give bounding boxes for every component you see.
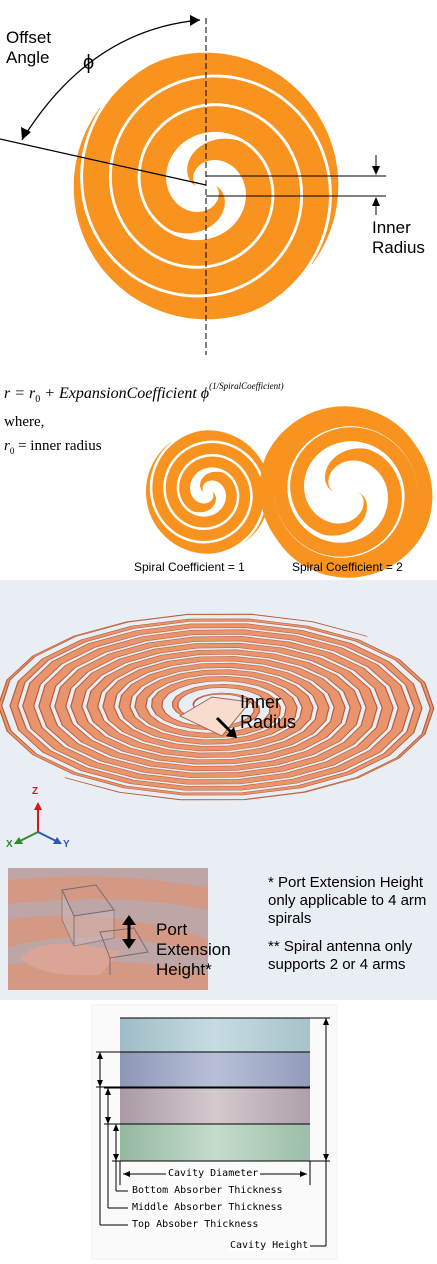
perspective-spiral-arm-1 <box>9 618 435 801</box>
offset-angle-label: Offset Angle <box>6 28 52 67</box>
spiral-equation: r = r0 + ExpansionCoefficient ϕ(1/Spiral… <box>4 381 284 406</box>
port-extension-label: Port Extension Height* <box>156 920 231 979</box>
equation-phi: ϕ <box>200 385 210 402</box>
small-spiral-2-arm-2 <box>268 412 433 578</box>
r0-def-text: = inner radius <box>14 438 102 454</box>
equation-middle: + ExpansionCoefficient <box>40 385 201 402</box>
main-spiral-arm-1 <box>83 52 339 295</box>
bottom-absorber-thickness-label: Bottom Absorber Thickness <box>130 1185 285 1196</box>
small-spiral-1-arm-2 <box>146 441 264 554</box>
cavity-height-label: Cavity Height <box>228 1240 311 1251</box>
arc-arrowhead-bottom <box>21 127 31 140</box>
perspective-spiral-diagram <box>0 613 435 990</box>
cavity-panel: Cavity Diameter Bottom Absorber Thicknes… <box>0 1000 437 1264</box>
cavity-diagram <box>91 1004 338 1260</box>
spiral-diagram <box>0 15 433 578</box>
bottom-absorber-layer <box>120 1124 310 1161</box>
equation-sub: 0 <box>35 394 41 406</box>
cavity-diameter-label: Cavity Diameter <box>166 1168 261 1179</box>
r0-definition: r0 = inner radius <box>4 438 102 456</box>
equation-exponent: (1/SpiralCoefficient) <box>209 381 284 391</box>
phi-symbol: ϕ <box>83 52 95 74</box>
axis-y-label: Y <box>63 839 70 850</box>
spiral-coefficient-2-example <box>259 406 433 578</box>
inner-feed-plate <box>178 696 251 737</box>
axis-z-label: Z <box>32 786 39 797</box>
r0-def-sub: 0 <box>9 446 15 456</box>
inner-radius-label-3d: Inner Radius <box>240 692 297 732</box>
r0-def-prefix: r <box>4 438 10 454</box>
inner-radius-label: Inner Radius <box>372 218 425 257</box>
perspective-spiral <box>0 613 435 801</box>
inner-radius-arrow-down <box>372 166 380 175</box>
top-absorber-thickness-label: Top Absober Thickness <box>130 1219 261 1230</box>
middle-absorber-thickness-label: Middle Absorber Thickness <box>130 1202 285 1213</box>
antenna-3d-panel: Inner Radius Z X Y Port Extension Height… <box>0 580 437 1000</box>
port-extension-inset <box>8 868 208 990</box>
axis-triad <box>14 802 62 844</box>
main-spiral-arm-2 <box>73 77 329 320</box>
equation-prefix: r = r <box>4 385 36 402</box>
offset-reference-line <box>0 138 207 186</box>
cavity-top-region <box>120 1018 310 1052</box>
where-text: where, <box>4 414 45 430</box>
spiral-coefficient-1-example <box>146 430 270 554</box>
note-arm-count: ** Spiral antenna only supports 2 or 4 a… <box>268 938 413 973</box>
spiral-parameters-panel: Offset Angle ϕ Inner Radius r = r0 + Exp… <box>0 0 437 580</box>
inner-radius-arrow-up <box>372 197 380 206</box>
arc-arrowhead-top <box>190 15 200 26</box>
axis-x-label: X <box>6 839 13 850</box>
caption-spiral-coefficient-2: Spiral Coefficient = 2 <box>292 560 403 574</box>
inner-radius-arrow <box>226 727 237 738</box>
top-absorber-layer <box>120 1052 310 1087</box>
middle-absorber-layer <box>120 1087 310 1124</box>
small-spiral-1-arm-1 <box>152 430 270 543</box>
caption-spiral-coefficient-1: Spiral Coefficient = 1 <box>134 560 245 574</box>
small-spiral-2-arm-1 <box>259 406 424 572</box>
main-spiral <box>73 52 339 320</box>
offset-angle-arc <box>21 19 201 141</box>
note-port-extension: * Port Extension Height only applicable … <box>268 874 427 927</box>
perspective-spiral-arm-2 <box>0 613 423 796</box>
